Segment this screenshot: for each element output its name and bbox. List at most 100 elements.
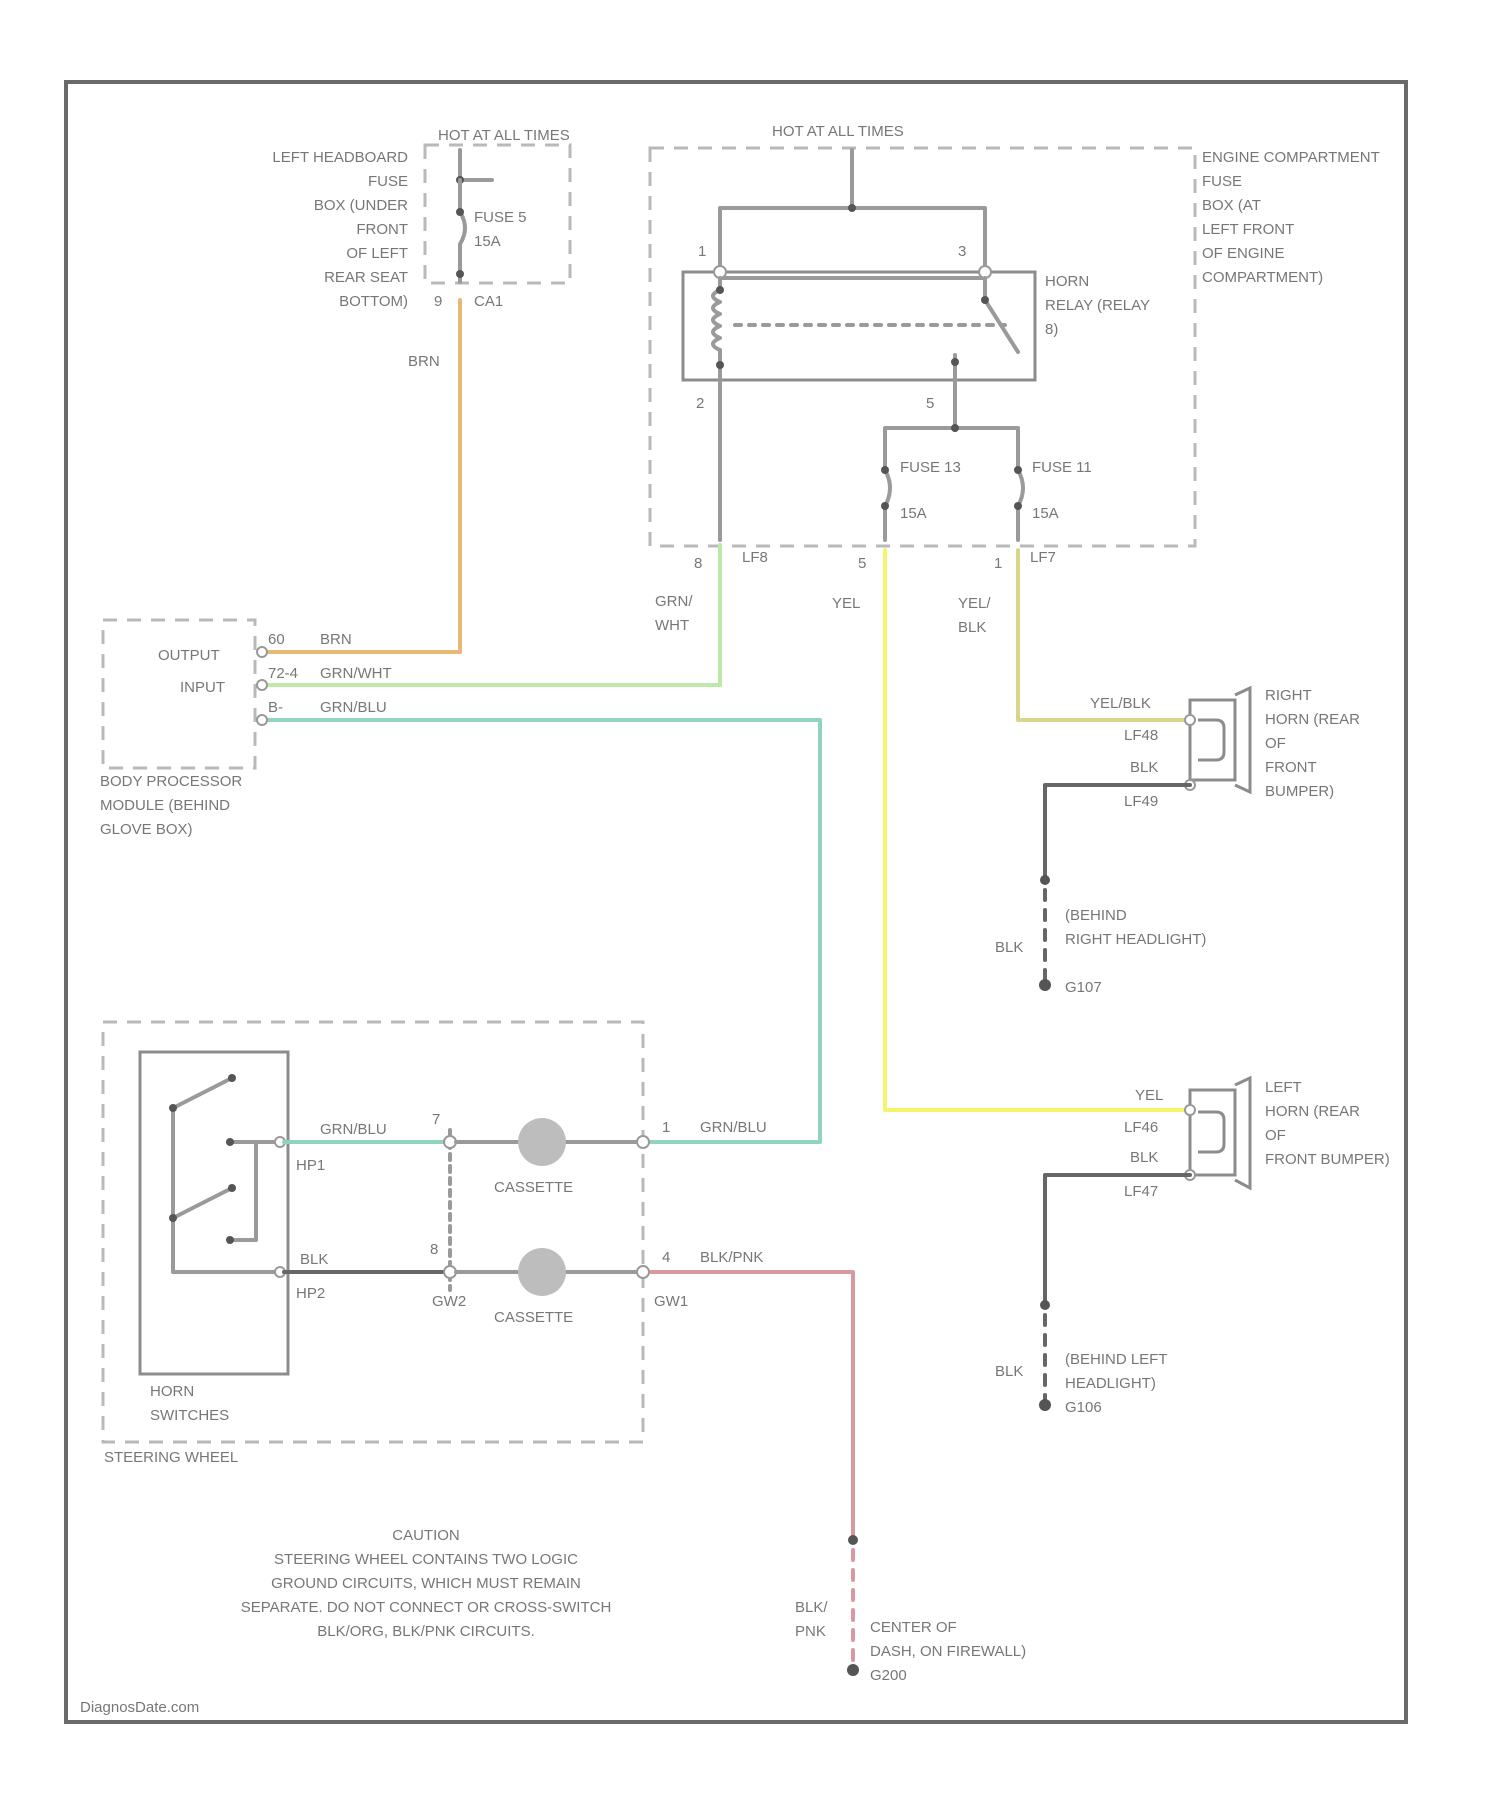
ground-g200-label: G200 (870, 1667, 907, 1684)
right-horn-ground-wire (1045, 785, 1190, 880)
left-fuse-location-5: REAR SEAT (324, 269, 408, 286)
left-horn-name-0: LEFT (1265, 1079, 1302, 1096)
yel-wire (885, 550, 1190, 1110)
hp2-label: HP2 (296, 1285, 325, 1302)
left-fuse-connector: CA1 (474, 293, 503, 310)
right-horn-name-1: HORN (REAR (1265, 711, 1360, 728)
left-fuse-location-4: OF LEFT (346, 245, 408, 262)
label-brn-vertical: BRN (408, 353, 440, 370)
bpm-wire-2: GRN/BLU (320, 699, 387, 716)
horn-switch-2-contact (226, 1236, 234, 1244)
relay-contact-lever (985, 278, 1018, 352)
relay-pin-5-label: 5 (926, 395, 934, 412)
right-horn-name-0: RIGHT (1265, 687, 1312, 704)
horn-switch-1-tip (228, 1074, 236, 1082)
relay-coil-bottom-node (716, 361, 724, 369)
fuse-11-name: FUSE 11 (1032, 459, 1092, 476)
fuse-13-name: FUSE 13 (900, 459, 961, 476)
sw-out-pin-bottom: 4 (662, 1249, 670, 1266)
left-horn-ground-loc-1: HEADLIGHT) (1065, 1375, 1156, 1392)
ground-g107-symbol (1039, 979, 1051, 991)
grn-blu-wire (262, 720, 820, 1142)
left-horn-body (1190, 1078, 1250, 1188)
engine-fuse-location-1: FUSE (1202, 173, 1242, 190)
sw-out-wire-bottom: BLK/PNK (700, 1249, 763, 1266)
fuse-5-top-terminal (456, 208, 464, 216)
ground-g106-symbol (1039, 1399, 1051, 1411)
left-fuse-hot-label: HOT AT ALL TIMES (438, 127, 570, 144)
sw-out-conn: GW1 (654, 1293, 688, 1310)
dash-ground-loc-1: DASH, ON FIREWALL) (870, 1643, 1026, 1660)
right-horn-ground-wire-label: BLK (995, 939, 1023, 956)
dash-ground: BLK/ PNK CENTER OF DASH, ON FIREWALL) G2… (795, 1535, 1026, 1684)
left-fuse-location-2: BOX (UNDER (314, 197, 408, 214)
label-grn-wht-2: WHT (655, 617, 689, 634)
fuse-13-rating: 15A (900, 505, 927, 522)
fuse-5-symbol (460, 180, 465, 282)
bpm-name-2: GLOVE BOX) (100, 821, 193, 838)
fuse-5-rating: 15A (474, 233, 501, 250)
right-horn-name-3: FRONT (1265, 759, 1317, 776)
cassette-bottom-spring (518, 1248, 566, 1296)
gw1-pin-4 (637, 1266, 649, 1278)
horn-switch-1-contact (226, 1138, 234, 1146)
horn-switches-name-1: SWITCHES (150, 1407, 229, 1424)
left-fuse-location-3: FRONT (356, 221, 408, 238)
fuse-11-top-terminal (1014, 466, 1022, 474)
right-horn-name-2: OF (1265, 735, 1286, 752)
horn-switch-contacts (173, 1078, 280, 1272)
horn-switches-name-0: HORN (150, 1383, 194, 1400)
fuse-13-top-terminal (881, 466, 889, 474)
right-horn-pin-top (1185, 715, 1195, 725)
fuse-11-bottom-terminal (1014, 502, 1022, 510)
caution-line-2: GROUND CIRCUITS, WHICH MUST REMAIN (271, 1575, 581, 1592)
caution-note: CAUTION STEERING WHEEL CONTAINS TWO LOGI… (241, 1527, 612, 1640)
cassette-bottom-label: CASSETTE (494, 1309, 573, 1326)
ground-g200-symbol (847, 1664, 859, 1676)
label-grn-wht-1: GRN/ (655, 593, 693, 610)
right-horn-name-4: BUMPER) (1265, 783, 1334, 800)
left-horn-name-2: OF (1265, 1127, 1286, 1144)
sw-wire-top-label: GRN/BLU (320, 1121, 387, 1138)
fuse-11-rating: 15A (1032, 505, 1059, 522)
fuse-split-node (951, 424, 959, 432)
left-horn-name-3: FRONT BUMPER) (1265, 1151, 1390, 1168)
dash-ground-wire-0: BLK/ (795, 1599, 828, 1616)
left-fuse-pin: 9 (434, 293, 442, 310)
right-horn-body (1190, 688, 1250, 792)
right-horn-wire-top: YEL/BLK (1090, 695, 1151, 712)
ground-g106-label: G106 (1065, 1399, 1102, 1416)
bpm-output-label: OUTPUT (158, 647, 220, 664)
engine-fuse-location-4: OF ENGINE (1202, 245, 1285, 262)
steering-wheel-box (103, 1022, 643, 1442)
left-horn-pin-top (1185, 1105, 1195, 1115)
left-horn-wire-bottom: BLK (1130, 1149, 1158, 1166)
relay-pin-1-label: 1 (698, 243, 706, 260)
watermark: DiagnosDate.com (80, 1699, 199, 1716)
fuse-13-bottom-terminal (881, 502, 889, 510)
sw-out-pin-top: 1 (662, 1119, 670, 1136)
left-horn-ground-loc-0: (BEHIND LEFT (1065, 1351, 1168, 1368)
steering-wheel: HP1 HP2 HORN SWITCHES STEERING WHEEL GRN… (103, 1022, 767, 1466)
left-horn-diaphragm (1198, 1112, 1224, 1152)
right-horn-ground-splice (1040, 875, 1050, 885)
horn-relay-name-0: HORN (1045, 273, 1089, 290)
fuse-5-name: FUSE 5 (474, 209, 527, 226)
label-yel-blk-2: BLK (958, 619, 986, 636)
dash-ground-loc-0: CENTER OF (870, 1619, 957, 1636)
caution-line-4: BLK/ORG, BLK/PNK CIRCUITS. (317, 1623, 535, 1640)
dash-ground-splice (848, 1535, 858, 1545)
left-horn-name-1: HORN (REAR (1265, 1103, 1360, 1120)
bpm-input-label: INPUT (180, 679, 225, 696)
engine-fuse-hot-label: HOT AT ALL TIMES (772, 123, 904, 140)
bpm-wire-1: GRN/WHT (320, 665, 392, 682)
sw-wire-bottom-label: BLK (300, 1251, 328, 1268)
engine-fuse-location-3: LEFT FRONT (1202, 221, 1294, 238)
right-horn-diaphragm (1198, 720, 1224, 760)
right-horn-conn-bottom: LF49 (1124, 793, 1158, 810)
caution-line-0: CAUTION (392, 1527, 460, 1544)
ground-g107-label: G107 (1065, 979, 1102, 996)
left-horn-ground-splice (1040, 1300, 1050, 1310)
bpm-pin-input (257, 680, 267, 690)
grn-wht-wire (262, 545, 720, 685)
